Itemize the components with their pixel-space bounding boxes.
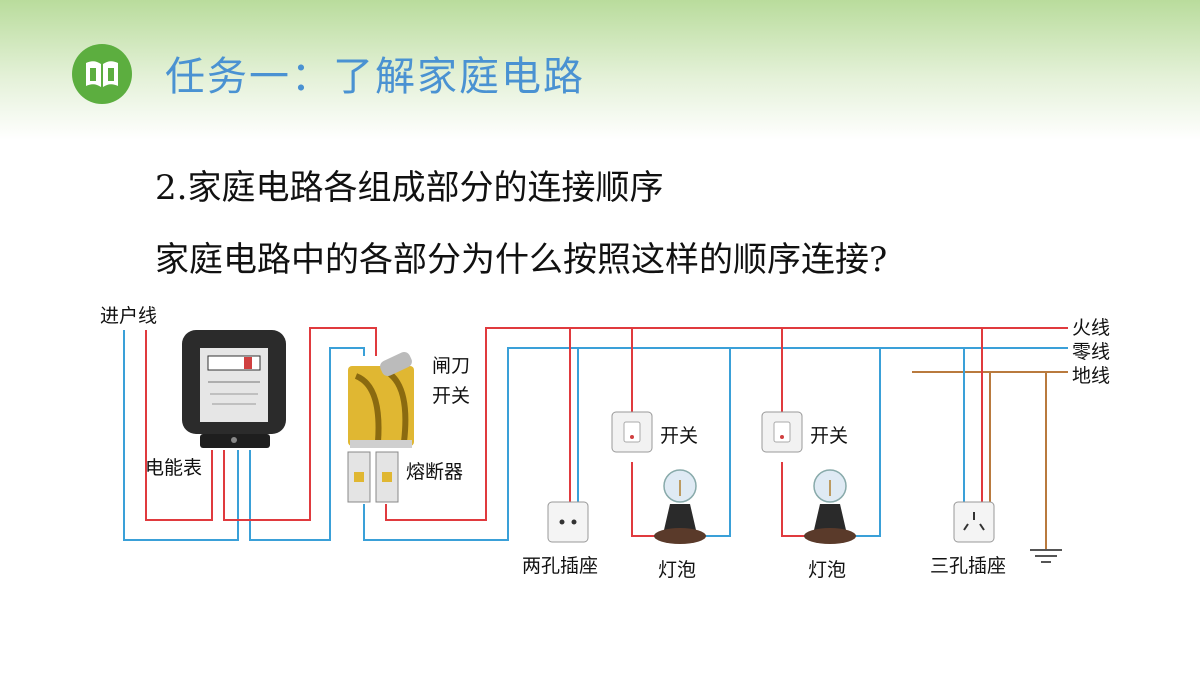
three-hole-socket-icon bbox=[953, 501, 995, 543]
label-switch-a: 开关 bbox=[660, 425, 698, 447]
ground-symbol-icon bbox=[1030, 549, 1062, 563]
wall-switch-icon-a bbox=[611, 411, 653, 453]
question-text: 家庭电路中的各部分为什么按照这样的顺序连接? bbox=[155, 240, 888, 280]
label-two-hole-socket: 两孔插座 bbox=[522, 555, 598, 577]
light-bulb-icon-b bbox=[804, 469, 856, 544]
label-meter: 电能表 bbox=[145, 457, 202, 479]
label-bulb-b: 灯泡 bbox=[808, 559, 846, 581]
subtitle-order: 2.家庭电路各组成部分的连接顺序 bbox=[155, 168, 664, 208]
label-ground-wire: 地线 bbox=[1072, 365, 1110, 387]
wall-switch-icon-b bbox=[761, 411, 803, 453]
live-wire bbox=[145, 327, 1068, 537]
label-knife-switch-2: 开关 bbox=[432, 385, 470, 407]
ground-wire bbox=[912, 371, 1068, 550]
knife-switch-icon bbox=[348, 351, 414, 448]
two-hole-socket-icon bbox=[547, 501, 589, 543]
label-incoming-line: 进户线 bbox=[100, 305, 157, 327]
household-circuit-diagram: 进户线 电能表 闸刀 开关 熔断器 火线 零线 地线 开关 开关 两孔插座 灯泡… bbox=[100, 305, 1110, 581]
label-knife-switch-1: 闸刀 bbox=[432, 355, 470, 377]
electric-meter-icon bbox=[182, 330, 286, 448]
label-live-wire: 火线 bbox=[1072, 317, 1110, 339]
fuse-icon bbox=[347, 451, 399, 503]
label-fuse: 熔断器 bbox=[406, 461, 463, 483]
label-bulb-a: 灯泡 bbox=[658, 559, 696, 581]
book-icon bbox=[72, 44, 132, 104]
label-switch-b: 开关 bbox=[810, 425, 848, 447]
neutral-wire bbox=[123, 330, 1068, 541]
label-three-hole-socket: 三孔插座 bbox=[930, 555, 1006, 577]
header-band bbox=[0, 0, 1200, 140]
light-bulb-icon-a bbox=[654, 469, 706, 544]
label-neutral-wire: 零线 bbox=[1072, 341, 1110, 363]
page-title: 任务一：了解家庭电路 bbox=[165, 54, 585, 100]
